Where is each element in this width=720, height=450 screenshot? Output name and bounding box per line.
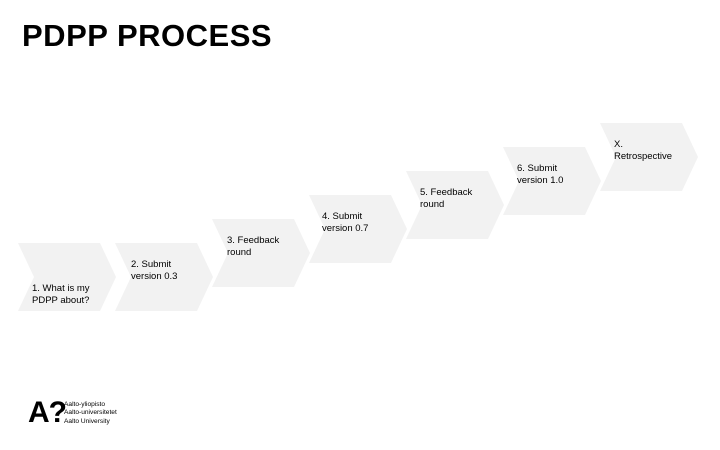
process-step-1 (18, 243, 116, 311)
chevron-arrow-icon (600, 123, 698, 191)
process-step-6 (503, 147, 601, 215)
process-step-label-4: 4. Submit version 0.7 (322, 211, 369, 234)
chevron-arrow-icon (115, 243, 213, 311)
process-step-label-7: X. Retrospective (614, 139, 673, 162)
chevron-arrow-icon (212, 219, 310, 287)
process-step-3 (212, 219, 310, 287)
process-step-5 (406, 171, 504, 239)
logo-wordmark: Aalto-yliopisto Aalto-universitetet Aalt… (64, 401, 117, 425)
chevron-arrow-icon (309, 195, 407, 263)
process-step-label-5: 5. Feedback round (420, 187, 473, 210)
process-step-label-2: 2. Submit version 0.3 (131, 259, 178, 282)
process-step-label-3: 3. Feedback round (227, 235, 280, 258)
chevron-arrow-icon (18, 243, 116, 311)
process-step-label-1: 1. What is my PDPP about? (32, 283, 90, 306)
page-title: PDPP PROCESS (22, 18, 273, 53)
process-step-label-6: 6. Submit version 1.0 (517, 163, 564, 186)
chevron-arrow-icon (406, 171, 504, 239)
process-step-7 (600, 123, 698, 191)
process-step-4 (309, 195, 407, 263)
process-step-2 (115, 243, 213, 311)
aalto-university-logo: A? Aalto-yliopisto Aalto-universitetet A… (28, 398, 178, 434)
logo-mark: A? (28, 396, 67, 429)
chevron-arrow-icon (503, 147, 601, 215)
